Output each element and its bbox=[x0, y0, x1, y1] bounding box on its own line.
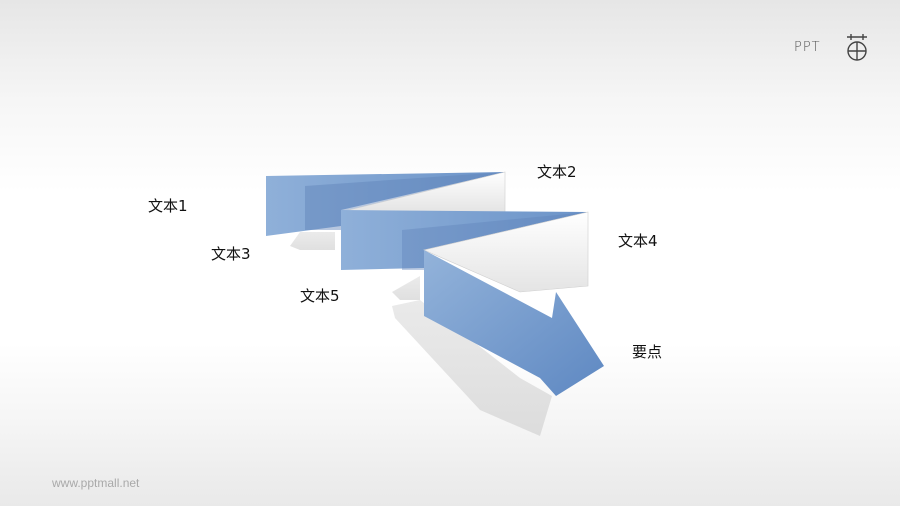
label-text-2: 文本2 bbox=[537, 163, 577, 181]
ribbon-segment-3 bbox=[341, 210, 588, 270]
ribbon-fold-shade-3 bbox=[402, 212, 588, 270]
footer-url: www.pptmall.net bbox=[52, 476, 140, 490]
logo-text: PPT bbox=[794, 40, 821, 55]
label-key-point: 要点 bbox=[632, 343, 663, 361]
ribbon-shadow-2 bbox=[392, 276, 420, 300]
label-text-1: 文本1 bbox=[148, 197, 188, 215]
ppt-mall-logo-icon bbox=[847, 34, 867, 61]
ribbon-segment-1 bbox=[266, 172, 505, 236]
arrow-shadow bbox=[392, 300, 552, 436]
ribbon-fold-shade-1 bbox=[305, 172, 505, 230]
label-text-3: 文本3 bbox=[211, 245, 251, 263]
label-text-4: 文本4 bbox=[618, 232, 658, 250]
brand-logo: PPT bbox=[794, 32, 874, 66]
ribbon-shadow-1 bbox=[290, 232, 335, 250]
ribbon-segment-4 bbox=[423, 211, 589, 293]
ribbon-arrow-head bbox=[424, 250, 604, 396]
label-text-5: 文本5 bbox=[300, 287, 340, 305]
